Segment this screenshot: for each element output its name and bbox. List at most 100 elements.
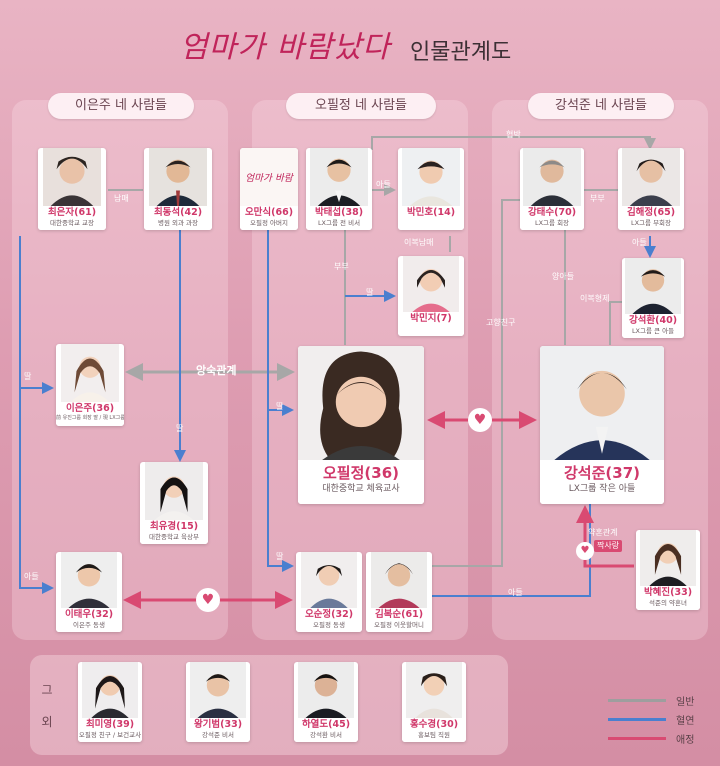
logo-placeholder: 엄마가 바람	[240, 148, 298, 206]
person-role: 오필정 친구 / 보건교사	[78, 731, 142, 739]
others-label-bottom: 외	[41, 715, 53, 729]
person-role: LX그룹 큰 아들	[631, 327, 675, 335]
legend-item-general: 일반	[608, 692, 708, 708]
person-name: 최동석(42)	[153, 207, 203, 218]
person-card-oh-mansik[interactable]: 엄마가 바람 오만식(66)오필정 아버지	[240, 148, 298, 230]
person-card-choi-dongseok[interactable]: 최동석(42)병원 외과 과장	[144, 148, 212, 230]
person-card-park-minho[interactable]: 박민호(14)	[398, 148, 464, 230]
label-daughter-piljeong: 딸	[276, 402, 284, 411]
label-half-brothers: 이복형제	[580, 294, 610, 303]
person-role: 오필정 동생	[313, 621, 345, 629]
person-card-park-taeseop[interactable]: 박태섭(38)LX그룹 전 비서	[306, 148, 372, 230]
person-name: 이은주(36)	[65, 403, 115, 414]
person-role: LX그룹 전 비서	[317, 219, 361, 227]
person-card-choi-eunja[interactable]: 최은자(61)대한중학교 교장	[38, 148, 106, 230]
person-card-lee-taeu[interactable]: 이태우(32)이은주 동생	[56, 552, 122, 632]
person-card-lee-eunju[interactable]: 이은주(36)前 유진그룹 회장 딸 / 現 LX그룹 홍보팀장	[56, 344, 124, 426]
label-half-sibling: 이복남매	[404, 238, 434, 247]
person-card-kang-seokhwan[interactable]: 강석환(40)LX그룹 큰 아들	[622, 258, 684, 338]
person-role: 석준의 약혼녀	[649, 599, 687, 607]
line-daughter-piljeong	[267, 212, 294, 416]
portrait-photo	[298, 346, 424, 460]
person-card-park-minji[interactable]: 박민지(7)	[398, 256, 464, 336]
line-son-seokjun	[432, 500, 591, 597]
person-card-wang-gibeom[interactable]: 왕기범(33)강석준 비서	[186, 662, 250, 742]
portrait-photo	[186, 662, 250, 718]
person-name: 박혜진(33)	[643, 587, 693, 598]
person-role: LX그룹 회장	[534, 219, 570, 227]
person-role: 대한중학교 교장	[50, 219, 94, 227]
legend-label: 혈연	[676, 716, 695, 727]
person-role: 강석준 비서	[202, 731, 234, 739]
portrait-photo	[294, 662, 358, 718]
heart-icon: ♥	[576, 542, 594, 560]
portrait-photo	[398, 256, 464, 312]
portrait-photo	[636, 530, 700, 586]
line-son-taeu	[19, 236, 54, 594]
label-couple-right: 부부	[590, 194, 605, 203]
label-one-sided: 짝사랑	[594, 540, 623, 552]
legend-item-blood: 혈연	[608, 711, 708, 727]
person-name: 박민호(14)	[406, 207, 456, 218]
person-card-kang-seokjun[interactable]: 강석준(37)LX그룹 작은 아들	[540, 346, 664, 504]
label-hometown-friend: 고향친구	[486, 318, 516, 327]
label-son-minho: 아들	[376, 180, 391, 189]
person-card-ha-yeoldo[interactable]: 하열도(45)강석환 비서	[294, 662, 358, 742]
person-role: 홍보팀 직원	[418, 731, 450, 739]
label-adopted: 양아들	[552, 272, 575, 281]
portrait-photo	[38, 148, 106, 206]
person-name: 강태수(70)	[527, 207, 577, 218]
label-daughter-yugyeong: 딸	[176, 424, 184, 433]
person-card-park-hyejin[interactable]: 박혜진(33)석준의 약혼녀	[636, 530, 700, 610]
portrait-photo	[296, 552, 362, 608]
label-siblings: 남매	[114, 194, 129, 203]
portrait-photo	[398, 148, 464, 206]
heart-icon: ♥	[468, 408, 492, 432]
person-name: 박태섭(38)	[314, 207, 364, 218]
portrait-photo	[56, 344, 124, 402]
label-son-seokjun: 아들	[508, 588, 523, 597]
person-name: 최유경(15)	[149, 521, 199, 532]
person-name: 하열도(45)	[301, 719, 351, 730]
person-name: 오순정(32)	[304, 609, 354, 620]
label-couple-middle: 부부	[334, 262, 349, 271]
person-card-oh-sunjeong[interactable]: 오순정(32)오필정 동생	[296, 552, 362, 632]
label-threat: 협박	[506, 130, 521, 139]
person-role: LX그룹 부회장	[630, 219, 672, 227]
person-role: 이은주 동생	[73, 621, 105, 629]
legend-swatch	[608, 718, 666, 721]
label-rivalry: 앙숙관계	[196, 364, 237, 377]
person-card-oh-piljeong[interactable]: 오필정(36)대한중학교 체육교사	[298, 346, 424, 504]
diagram-title: 인물관계도	[410, 40, 512, 65]
portrait-photo	[520, 148, 584, 206]
person-card-choi-miyeong[interactable]: 최미영(39)오필정 친구 / 보건교사	[78, 662, 142, 742]
label-daughter-sunjeong: 딸	[276, 552, 284, 561]
person-role: 오필정 아버지	[250, 219, 288, 227]
person-name: 박민지(7)	[410, 313, 452, 324]
legend: 일반 혈연 애정	[608, 692, 708, 746]
person-card-kang-taesu[interactable]: 강태수(70)LX그룹 회장	[520, 148, 584, 230]
legend-label: 일반	[676, 697, 695, 708]
legend-swatch	[608, 737, 666, 740]
person-card-choi-yugyeong[interactable]: 최유경(15)대한중학교 육상부	[140, 462, 208, 544]
person-name: 오만식(66)	[244, 207, 294, 218]
label-son-seokhwan: 아들	[632, 238, 647, 247]
person-role: LX그룹 작은 아들	[568, 484, 636, 494]
group-title-left: 이은주 네 사람들	[48, 93, 194, 119]
line-hometown-friend	[432, 199, 520, 567]
page-title: 엄마가 바람났다 인물관계도	[180, 18, 560, 72]
line-engaged	[576, 505, 634, 568]
group-title-right: 강석준 네 사람들	[528, 93, 674, 119]
person-role: 前 유진그룹 회장 딸 / 現 LX그룹 홍보팀장	[56, 415, 124, 421]
legend-item-love: 애정	[608, 730, 708, 746]
group-title-middle: 오필정 네 사람들	[286, 93, 436, 119]
person-card-kim-boksun[interactable]: 김복순(61)오필정 이웃할머니	[366, 552, 432, 632]
person-card-kim-haejeong[interactable]: 김해정(65)LX그룹 부회장	[618, 148, 684, 230]
label-son-taeu: 아들	[24, 572, 39, 581]
portrait-photo	[306, 148, 372, 206]
person-card-hong-sugyeong[interactable]: 홍수경(30)홍보팀 직원	[402, 662, 466, 742]
person-role: 병원 외과 과장	[157, 219, 198, 227]
person-name: 최은자(61)	[47, 207, 97, 218]
person-name: 오필정(36)	[323, 464, 399, 482]
